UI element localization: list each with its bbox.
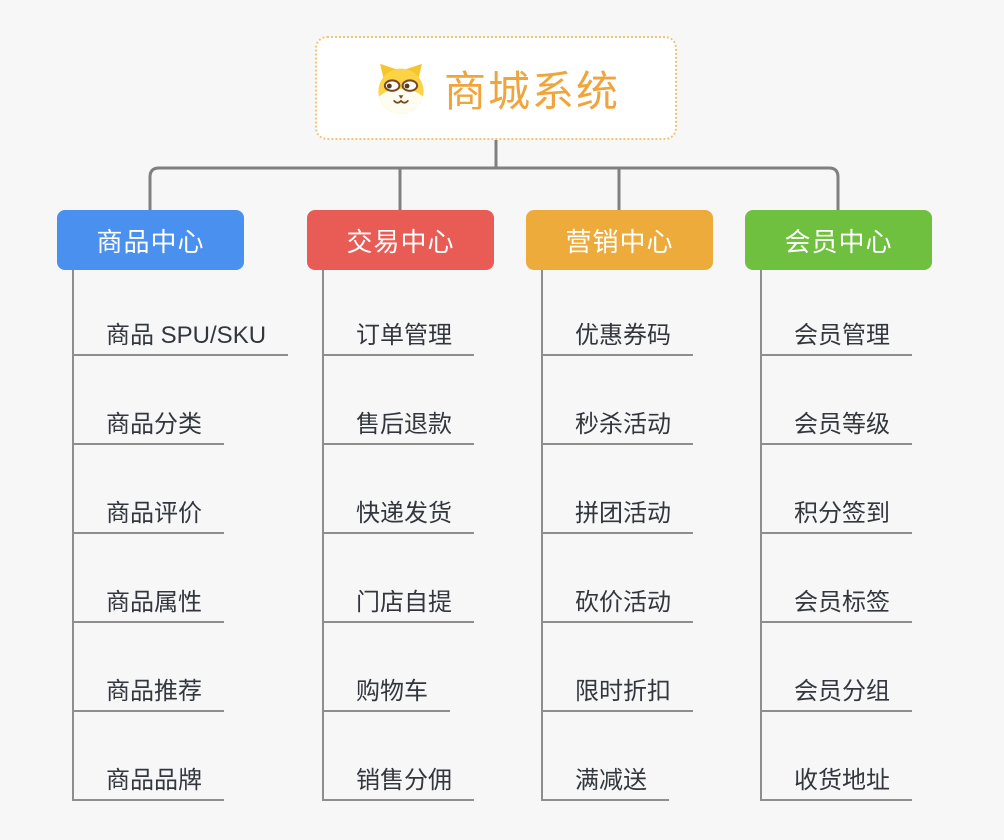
bracket-line bbox=[148, 166, 840, 210]
branch-list-product: 商品 SPU/SKU 商品分类 商品评价 商品属性 商品推荐 商品品牌 bbox=[72, 270, 289, 801]
mindmap-item[interactable]: 拼团活动 bbox=[543, 445, 693, 534]
branch-list-marketing: 优惠券码 秒杀活动 拼团活动 砍价活动 限时折扣 满减送 bbox=[541, 270, 713, 801]
mindmap-item[interactable]: 优惠券码 bbox=[543, 270, 693, 356]
mindmap-item[interactable]: 积分签到 bbox=[762, 445, 912, 534]
branch-node-marketing-center[interactable]: 营销中心 bbox=[526, 210, 713, 270]
branch-list-trade: 订单管理 售后退款 快递发货 门店自提 购物车 销售分佣 bbox=[322, 270, 494, 801]
branch-trade-center: 交易中心 订单管理 售后退款 快递发货 门店自提 购物车 销售分佣 bbox=[307, 210, 494, 801]
mindmap-item[interactable]: 满减送 bbox=[543, 712, 669, 801]
root-node-mall-system[interactable]: 商城系统 bbox=[315, 36, 677, 140]
root-title: 商城系统 bbox=[443, 67, 620, 115]
branch-member-center: 会员中心 会员管理 会员等级 积分签到 会员标签 会员分组 收货地址 bbox=[745, 210, 932, 801]
branch-list-member: 会员管理 会员等级 积分签到 会员标签 会员分组 收货地址 bbox=[760, 270, 932, 801]
mindmap-item[interactable]: 商品 SPU/SKU bbox=[74, 270, 289, 356]
mindmap-item[interactable]: 销售分佣 bbox=[324, 712, 474, 801]
mindmap-item[interactable]: 门店自提 bbox=[324, 534, 474, 623]
mindmap-item[interactable]: 商品分类 bbox=[74, 356, 224, 445]
mindmap-item[interactable]: 订单管理 bbox=[324, 270, 474, 356]
branch-node-product-center[interactable]: 商品中心 bbox=[57, 210, 244, 270]
mindmap-item[interactable]: 快递发货 bbox=[324, 445, 474, 534]
mindmap-item[interactable]: 限时折扣 bbox=[543, 623, 693, 712]
mindmap-item[interactable]: 会员分组 bbox=[762, 623, 912, 712]
mindmap-item[interactable]: 商品属性 bbox=[74, 534, 224, 623]
mindmap-item[interactable]: 砍价活动 bbox=[543, 534, 693, 623]
mindmap-item[interactable]: 售后退款 bbox=[324, 356, 474, 445]
branch-node-member-center[interactable]: 会员中心 bbox=[745, 210, 932, 270]
mindmap-item[interactable]: 秒杀活动 bbox=[543, 356, 693, 445]
branch-product-center: 商品中心 商品 SPU/SKU 商品分类 商品评价 商品属性 商品推荐 商品品牌 bbox=[57, 210, 289, 801]
mindmap-item[interactable]: 商品品牌 bbox=[74, 712, 224, 801]
mindmap-item[interactable]: 商品推荐 bbox=[74, 623, 224, 712]
branch-node-trade-center[interactable]: 交易中心 bbox=[307, 210, 494, 270]
mindmap-item[interactable]: 会员标签 bbox=[762, 534, 912, 623]
mindmap-item[interactable]: 会员等级 bbox=[762, 356, 912, 445]
mindmap-item[interactable]: 商品评价 bbox=[74, 445, 224, 534]
mindmap-item[interactable]: 收货地址 bbox=[762, 712, 912, 801]
mindmap-item[interactable]: 会员管理 bbox=[762, 270, 912, 356]
branch-marketing-center: 营销中心 优惠券码 秒杀活动 拼团活动 砍价活动 限时折扣 满减送 bbox=[526, 210, 713, 801]
mindmap-item[interactable]: 购物车 bbox=[324, 623, 450, 712]
dog-face-icon bbox=[372, 59, 430, 117]
